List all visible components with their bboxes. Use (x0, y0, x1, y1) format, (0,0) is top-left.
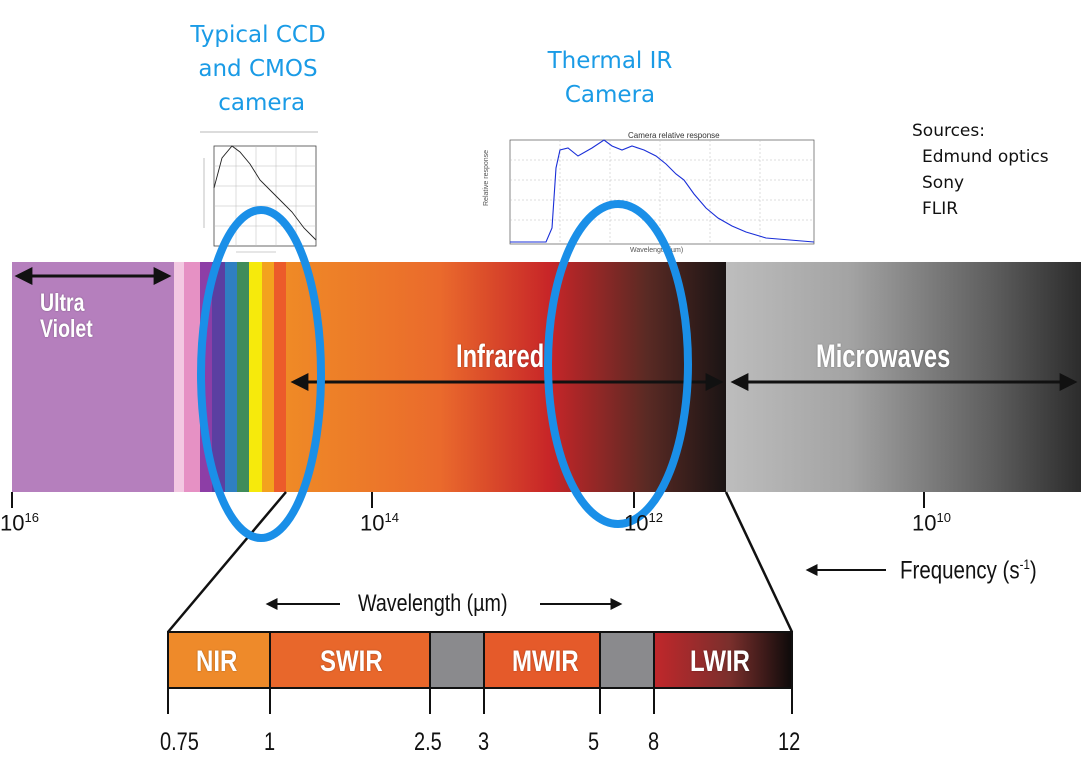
thermal-chart-title: Camera relative response (628, 131, 720, 140)
swir-band (270, 632, 430, 688)
frequency-tick: 1014 (360, 510, 399, 536)
microwave-band (726, 262, 1081, 492)
gap-band (430, 632, 484, 688)
infrared-label: Infrared (456, 338, 545, 374)
ccd-response-chart (196, 128, 322, 258)
thermal-camera-label: Thermal IR Camera (547, 48, 673, 108)
band-label-mwir: MWIR (512, 645, 579, 678)
frequency-tick: 1016 (0, 510, 39, 536)
source-item: FLIR (922, 199, 959, 219)
wavelength-label: Wavelength (µm) (358, 590, 508, 617)
frequency-axis-label: Frequency (s-1) (900, 556, 1037, 585)
frequency-tick: 1010 (912, 510, 951, 536)
wavelength-tick: 5 (588, 728, 600, 756)
thermal-highlight-ellipse (544, 200, 692, 528)
microwaves-label: Microwaves (816, 338, 951, 374)
frequency-tick: 1012 (624, 510, 663, 536)
band-label-nir: NIR (196, 645, 238, 678)
svg-text:Relative response: Relative response (483, 150, 490, 206)
wavelength-tick: 1 (264, 728, 276, 756)
wavelength-tick: 12 (778, 728, 801, 756)
ultraviolet-band (12, 262, 174, 492)
ultraviolet-label: Ultra Violet (40, 289, 93, 343)
wavelength-tick: 0.75 (160, 728, 199, 756)
source-item: Sony (922, 173, 965, 193)
lwir-band (654, 632, 792, 688)
wavelength-tick: 2.5 (414, 728, 442, 756)
thermal-response-chart: Camera relative response Relative respon… (480, 128, 816, 254)
wavelength-tick: 8 (648, 728, 660, 756)
ccd-highlight-ellipse (197, 206, 325, 542)
nir-band (168, 632, 270, 688)
source-item: Edmund optics (922, 147, 1049, 167)
sources-block: Sources: Edmund optics Sony FLIR (912, 118, 1049, 222)
mwir-band (484, 632, 600, 688)
infrared-band (286, 262, 726, 492)
svg-text:Wavelength (µm): Wavelength (µm) (630, 247, 683, 254)
band-label-lwir: LWIR (690, 645, 750, 678)
ccd-camera-label: Typical CCD and CMOS camera (190, 22, 326, 116)
gap-band (600, 632, 654, 688)
wavelength-tick: 3 (478, 728, 490, 756)
sources-heading: Sources: (912, 121, 985, 141)
band-label-swir: SWIR (320, 645, 383, 678)
